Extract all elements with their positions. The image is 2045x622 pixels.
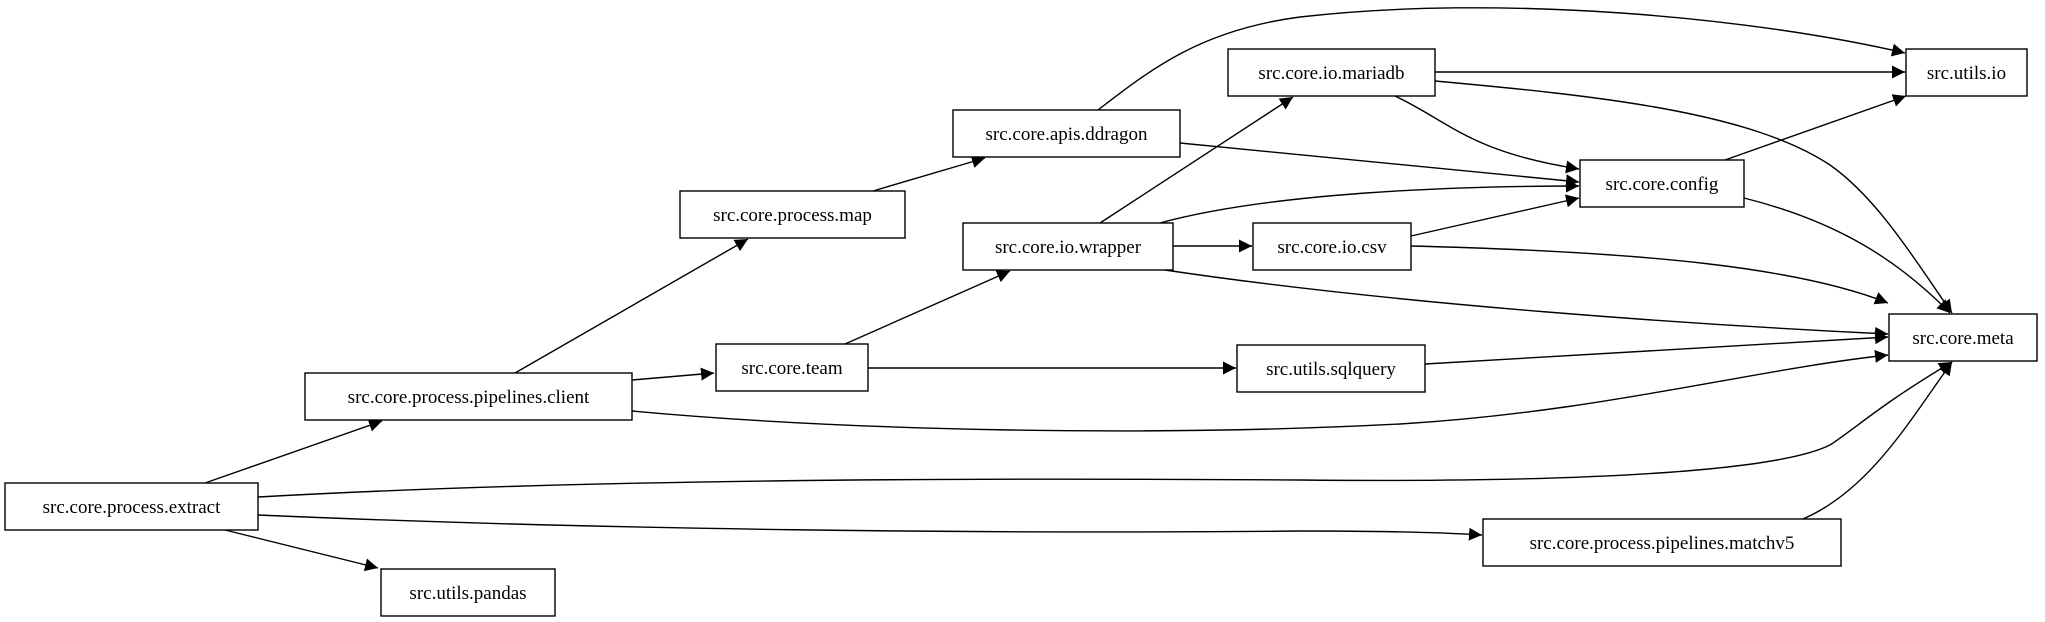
- edge-config-to-io: [1724, 94, 1907, 161]
- node-box: [380, 568, 556, 617]
- node-label: src.core.apis.ddragon: [986, 124, 1148, 145]
- node-label: src.core.io.csv: [1277, 237, 1387, 258]
- node-label: src.core.io.mariadb: [1258, 63, 1404, 84]
- edges-layer: [204, 7, 1953, 572]
- edge-ddragon-to-config: [1179, 142, 1580, 188]
- node-label: src.utils.sqlquery: [1266, 359, 1396, 380]
- edge-line: [1724, 94, 1907, 161]
- edge-line: [631, 349, 1889, 432]
- edge-client-to-meta: [631, 349, 1889, 432]
- node-box: [952, 109, 1181, 158]
- node-extract[interactable]: src.core.process.extract: [4, 482, 259, 531]
- node-label: src.core.team: [741, 358, 842, 379]
- edge-line: [1179, 142, 1580, 188]
- node-box: [1905, 48, 2028, 97]
- edge-extract-to-client: [204, 419, 383, 484]
- edge-team-to-wrapper: [844, 270, 1011, 345]
- edge-line: [872, 155, 986, 192]
- node-box: [1252, 222, 1412, 271]
- node-matchv5[interactable]: src.core.process.pipelines.matchv5: [1482, 518, 1842, 567]
- node-box: [1227, 48, 1436, 97]
- edge-line: [1097, 7, 1906, 111]
- edge-csv-to-meta: [1410, 245, 1889, 305]
- edge-line: [1394, 95, 1580, 174]
- node-ddragon[interactable]: src.core.apis.ddragon: [952, 109, 1181, 158]
- edge-line: [257, 514, 1483, 541]
- edge-map-to-ddragon: [872, 155, 986, 192]
- node-mariadb[interactable]: src.core.io.mariadb: [1227, 48, 1436, 97]
- edge-line: [1410, 245, 1889, 305]
- edge-line: [1743, 197, 1951, 314]
- node-io[interactable]: src.utils.io: [1905, 48, 2028, 97]
- edge-wrapper-to-meta: [1164, 269, 1889, 340]
- node-meta[interactable]: src.core.meta: [1888, 313, 2038, 362]
- node-pandas[interactable]: src.utils.pandas: [380, 568, 556, 617]
- edge-line: [257, 361, 1953, 498]
- edge-line: [631, 367, 715, 381]
- node-label: src.utils.pandas: [409, 583, 526, 604]
- edge-line: [224, 529, 379, 572]
- edge-wrapper-to-config: [1159, 179, 1580, 224]
- node-label: src.core.io.wrapper: [995, 237, 1142, 258]
- edge-sqlquery-to-meta: [1424, 331, 1889, 365]
- edge-client-to-map: [514, 238, 749, 374]
- edge-line: [1164, 269, 1889, 340]
- node-csv[interactable]: src.core.io.csv: [1252, 222, 1412, 271]
- node-label: src.core.meta: [1912, 328, 2014, 349]
- node-box: [715, 343, 869, 392]
- edge-line: [1410, 194, 1580, 237]
- edge-mariadb-to-config: [1394, 95, 1580, 174]
- edge-line: [514, 238, 749, 374]
- edge-csv-to-config: [1410, 194, 1580, 237]
- edge-mariadb-to-meta: [1434, 80, 1953, 314]
- node-wrapper[interactable]: src.core.io.wrapper: [962, 222, 1174, 271]
- edge-extract-to-meta: [257, 361, 1953, 498]
- node-box: [1579, 159, 1745, 208]
- node-box: [1236, 344, 1426, 393]
- node-box: [679, 190, 906, 239]
- edge-ddragon-to-io: [1097, 7, 1906, 111]
- node-client[interactable]: src.core.process.pipelines.client: [304, 372, 633, 421]
- edge-matchv5-to-meta: [1802, 361, 1953, 520]
- edge-line: [1159, 179, 1580, 224]
- node-box: [962, 222, 1174, 271]
- edge-extract-to-matchv5: [257, 514, 1483, 541]
- node-label: src.core.config: [1606, 174, 1719, 195]
- node-team[interactable]: src.core.team: [715, 343, 869, 392]
- node-label: src.core.process.map: [713, 205, 872, 226]
- node-label: src.utils.io: [1927, 63, 2006, 84]
- edge-line: [844, 270, 1011, 345]
- node-label: src.core.process.extract: [43, 497, 221, 518]
- edge-line: [204, 419, 383, 484]
- edge-extract-to-pandas: [224, 529, 379, 572]
- edge-client-to-team: [631, 367, 715, 381]
- node-label: src.core.process.pipelines.matchv5: [1530, 533, 1795, 554]
- edge-wrapper-to-mariadb: [1099, 96, 1294, 224]
- node-box: [4, 482, 259, 531]
- edge-line: [1434, 80, 1953, 314]
- edge-config-to-meta: [1743, 197, 1951, 314]
- edge-line: [1099, 96, 1294, 224]
- node-box: [1482, 518, 1842, 567]
- nodes-layer: src.core.process.extract src.core.process…: [4, 48, 2038, 617]
- node-sqlquery[interactable]: src.utils.sqlquery: [1236, 344, 1426, 393]
- node-box: [304, 372, 633, 421]
- edge-line: [1802, 361, 1953, 520]
- edge-line: [1424, 331, 1889, 365]
- node-label: src.core.process.pipelines.client: [348, 387, 590, 408]
- node-config[interactable]: src.core.config: [1579, 159, 1745, 208]
- node-box: [1888, 313, 2038, 362]
- node-map[interactable]: src.core.process.map: [679, 190, 906, 239]
